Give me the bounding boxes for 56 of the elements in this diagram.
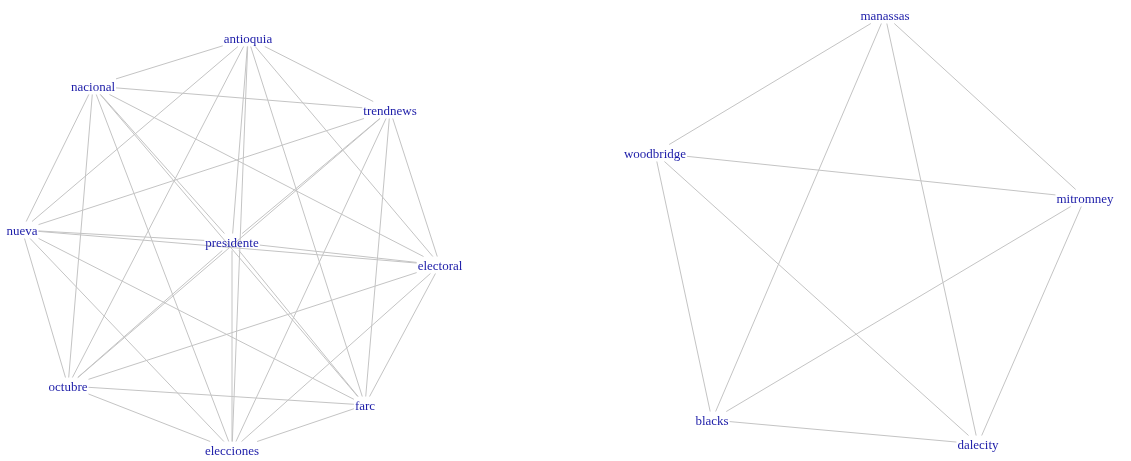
connector-line bbox=[893, 23, 1077, 190]
connector-line bbox=[88, 393, 211, 442]
connector-line bbox=[231, 250, 233, 442]
connector-line bbox=[38, 237, 355, 400]
connector-line bbox=[365, 118, 390, 397]
connector-line bbox=[115, 87, 363, 109]
connector-line bbox=[99, 94, 359, 397]
connector-line bbox=[235, 118, 387, 442]
node-label: manassas bbox=[860, 7, 910, 23]
connector-line bbox=[38, 230, 205, 241]
node-label: dalecity bbox=[957, 436, 999, 452]
connector-line bbox=[24, 238, 66, 378]
node-label: nueva bbox=[6, 222, 38, 238]
node-label: woodbridge bbox=[623, 145, 687, 161]
connector-line bbox=[38, 230, 418, 264]
node-label: elecciones bbox=[204, 442, 260, 458]
node-label: mitromney bbox=[1056, 190, 1114, 206]
connector-line bbox=[77, 250, 223, 378]
connector-line bbox=[95, 94, 230, 442]
connector-line bbox=[715, 23, 882, 412]
connector-line bbox=[656, 161, 711, 412]
connector-line bbox=[115, 45, 224, 80]
connector-line bbox=[88, 272, 418, 380]
connector-line bbox=[256, 408, 355, 442]
node-label: electoral bbox=[417, 257, 463, 273]
connector-line bbox=[238, 250, 359, 397]
node-label: nacional bbox=[71, 78, 115, 94]
connector-line bbox=[254, 46, 434, 257]
connector-line bbox=[68, 94, 93, 378]
connector-line bbox=[981, 206, 1082, 436]
node-label: trendnews bbox=[363, 102, 417, 118]
connector-line bbox=[25, 94, 90, 222]
node-label: blacks bbox=[695, 412, 729, 428]
connector-line bbox=[729, 421, 957, 443]
connector-line bbox=[29, 238, 225, 442]
connector-line bbox=[250, 46, 363, 397]
connector-line bbox=[31, 46, 239, 222]
connector-line bbox=[88, 386, 355, 405]
connector-line bbox=[686, 155, 1056, 196]
node-label: antioquia bbox=[223, 30, 273, 46]
connector-line bbox=[392, 118, 438, 257]
connector-line bbox=[241, 273, 431, 442]
connector-line bbox=[663, 161, 970, 436]
node-label: presidente bbox=[205, 234, 259, 250]
connector-line bbox=[725, 206, 1072, 412]
connector-line bbox=[232, 46, 248, 234]
node-label: octubre bbox=[48, 378, 88, 394]
connector-line bbox=[369, 273, 436, 397]
connector-line bbox=[264, 46, 374, 102]
connector-line bbox=[38, 118, 365, 226]
connector-line bbox=[71, 46, 245, 378]
connector-line bbox=[886, 23, 977, 436]
node-label: farc bbox=[354, 397, 376, 413]
connector-line bbox=[259, 244, 418, 263]
connector-line bbox=[109, 94, 424, 257]
connector-line bbox=[668, 23, 872, 145]
